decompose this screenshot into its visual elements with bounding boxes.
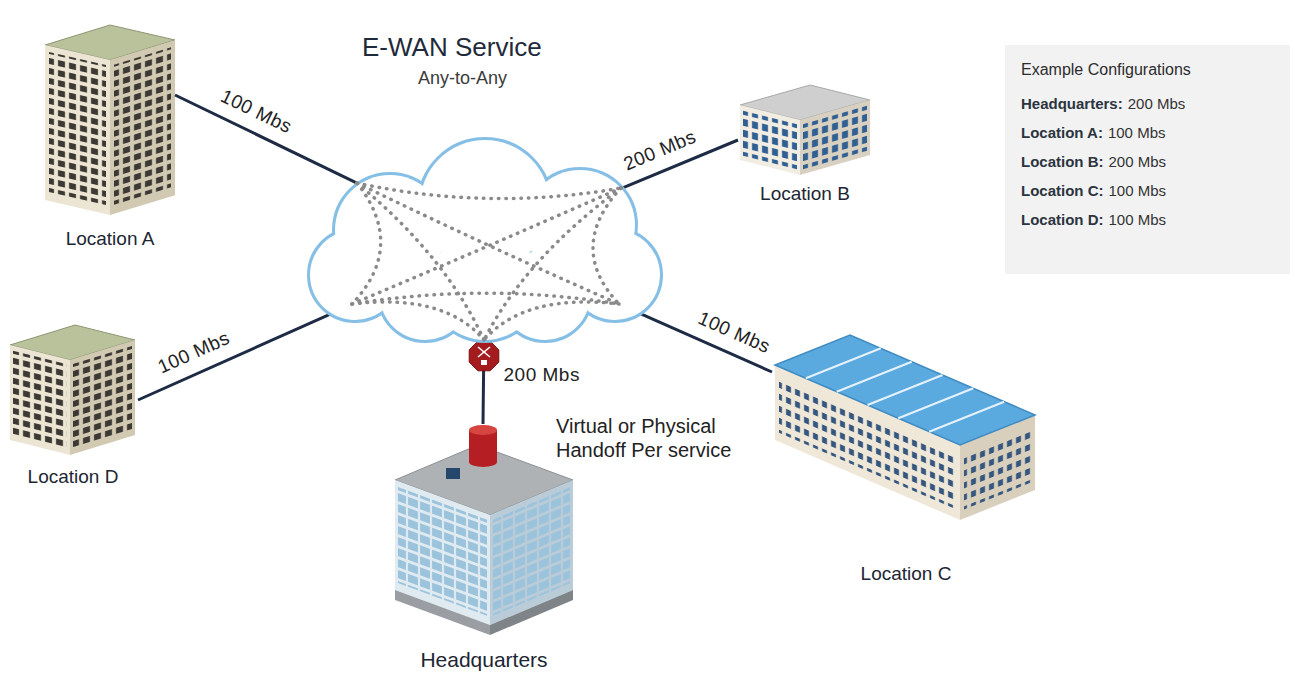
location-name: Location D	[8, 466, 138, 489]
bandwidth-value: 100 Mbs	[1109, 182, 1167, 199]
config-row: Location C: 100 Mbs	[1021, 176, 1274, 205]
bandwidth-label: 100 Mbs	[155, 327, 234, 379]
location-building: Location C	[772, 325, 1040, 590]
building-icon	[775, 335, 1035, 520]
location-name: Location B	[738, 183, 872, 206]
mesh-paths	[352, 183, 621, 340]
network-cloud: E-WAN ServiceAny-to-Any	[295, 135, 675, 345]
location-building: Location D	[8, 318, 138, 493]
handoff-note: Virtual or Physical Handoff Per service	[556, 414, 771, 462]
bandwidth-value: 100 Mbs	[1108, 124, 1166, 141]
site-name: Location A:	[1021, 124, 1103, 141]
bandwidth-label: 200 Mbs	[621, 125, 700, 175]
bandwidth-value: 200 Mbs	[1109, 153, 1167, 170]
building-icon	[10, 325, 135, 455]
location-name: Headquarters	[390, 647, 578, 672]
config-row: Location D: 100 Mbs	[1021, 205, 1274, 234]
building-icon	[45, 25, 175, 215]
building-icon	[395, 425, 573, 635]
bandwidth-label: 200 Mbs	[504, 364, 580, 387]
headquarters-building: Headquarters	[390, 424, 578, 677]
location-name: Location A	[45, 228, 175, 251]
site-name: Location B:	[1021, 153, 1104, 170]
bandwidth-value: 100 Mbs	[1109, 211, 1167, 228]
cloud-outline	[295, 135, 675, 345]
service-subtitle: Any-to-Any	[418, 68, 507, 90]
config-row: Headquarters: 200 Mbs	[1021, 89, 1274, 118]
panel-heading: Example Configurations	[1021, 60, 1274, 80]
bandwidth-label: 100 Mbs	[217, 85, 296, 139]
config-row: Location B: 200 Mbs	[1021, 147, 1274, 176]
bandwidth-value: 200 Mbs	[1128, 95, 1186, 112]
config-row: Location A: 100 Mbs	[1021, 118, 1274, 147]
site-name: Headquarters:	[1021, 95, 1123, 112]
building-icon	[740, 85, 870, 175]
bandwidth-label: 100 Mbs	[694, 307, 773, 359]
configuration-panel: Example ConfigurationsHeadquarters: 200 M…	[1005, 45, 1290, 274]
location-name: Location C	[772, 563, 1040, 586]
location-building: Location A	[45, 12, 175, 255]
location-building: Location B	[738, 82, 872, 210]
site-name: Location C:	[1021, 182, 1104, 199]
service-title: E-WAN Service	[362, 32, 542, 63]
network-link	[138, 304, 352, 400]
site-name: Location D:	[1021, 211, 1104, 228]
